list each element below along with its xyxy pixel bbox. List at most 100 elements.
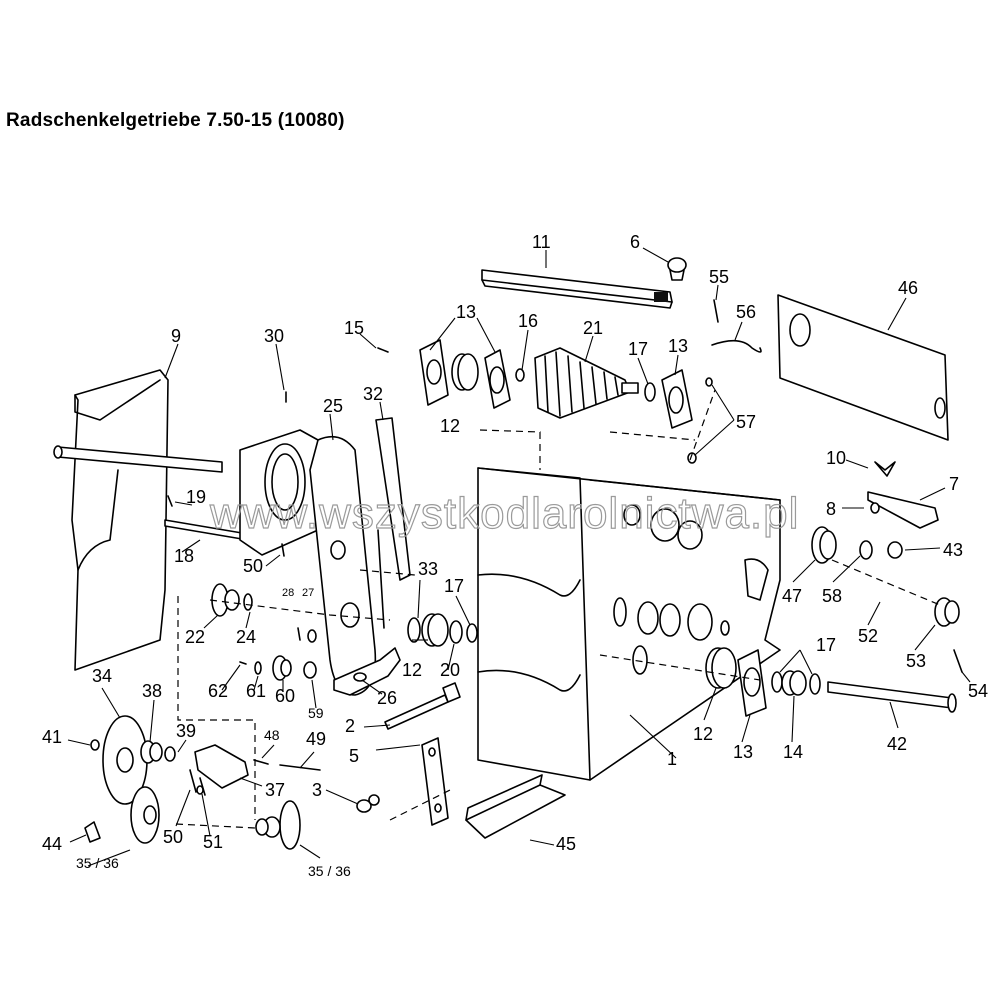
part-25-chain-housing bbox=[239, 429, 319, 556]
label-37: 37 bbox=[265, 780, 285, 800]
part-24-ring bbox=[243, 593, 253, 611]
part-16-ring bbox=[515, 368, 525, 382]
part-59-bushing bbox=[303, 661, 317, 679]
part-55-pin bbox=[713, 299, 719, 323]
label-46: 46 bbox=[898, 278, 918, 298]
part-61-ring bbox=[254, 661, 262, 675]
label-26: 26 bbox=[377, 688, 397, 708]
part-7-bracket bbox=[867, 491, 939, 529]
part-17-ring-top bbox=[644, 382, 656, 402]
part-41-washer bbox=[90, 739, 100, 751]
label-34: 34 bbox=[92, 666, 112, 686]
label-52: 52 bbox=[858, 626, 878, 646]
label-59: 59 bbox=[308, 705, 324, 721]
label-43: 43 bbox=[943, 540, 963, 560]
label-12b: 12 bbox=[402, 660, 422, 680]
label-44: 44 bbox=[42, 834, 62, 854]
part-25-chain-plate bbox=[309, 435, 377, 696]
label-49: 49 bbox=[306, 729, 326, 749]
part-54-pin bbox=[953, 649, 963, 673]
part-47-sprocket bbox=[811, 526, 837, 564]
part-57-washer-b bbox=[687, 452, 697, 464]
part-62-pin bbox=[239, 661, 247, 665]
part-1-main-housing bbox=[477, 467, 781, 781]
part-5-strap bbox=[421, 737, 449, 826]
part-13-flange-top-mid bbox=[484, 349, 511, 409]
label-21: 21 bbox=[583, 318, 603, 338]
part-11-top-bar bbox=[481, 269, 673, 309]
label-38: 38 bbox=[142, 681, 162, 701]
label-39: 39 bbox=[176, 721, 196, 741]
label-35-36b: 35 / 36 bbox=[308, 863, 351, 879]
part-50-pin-lower bbox=[189, 769, 197, 793]
part-17-ring-middle bbox=[466, 623, 478, 643]
part-35-sprocket bbox=[130, 786, 160, 844]
label-3: 3 bbox=[312, 780, 322, 800]
label-12c: 12 bbox=[693, 724, 713, 744]
part-48-pin bbox=[253, 759, 269, 765]
label-54: 54 bbox=[968, 681, 988, 701]
part-12-bearing-top bbox=[451, 353, 479, 391]
diagram-title: Radschenkelgetriebe 7.50-15 (10080) bbox=[6, 110, 345, 131]
part-28-pin bbox=[297, 627, 301, 641]
part-60-gear bbox=[272, 655, 292, 681]
part-13-flange-top-right bbox=[661, 369, 693, 429]
label-17a: 17 bbox=[628, 339, 648, 359]
label-13b: 13 bbox=[668, 336, 688, 356]
label-50a: 50 bbox=[243, 556, 263, 576]
part-17-ring-lower-a bbox=[771, 671, 783, 693]
label-13a: 13 bbox=[456, 302, 476, 322]
part-26-lever bbox=[333, 647, 401, 696]
part-53-sprocket bbox=[934, 597, 960, 627]
part-13-flange-lower bbox=[737, 649, 767, 717]
label-1: 1 bbox=[667, 749, 677, 769]
label-13c: 13 bbox=[733, 742, 753, 762]
label-62: 62 bbox=[208, 681, 228, 701]
part-42-axle bbox=[827, 681, 957, 713]
part-52-chain-path bbox=[831, 559, 941, 606]
label-61: 61 bbox=[246, 681, 266, 701]
label-12a: 12 bbox=[440, 416, 460, 436]
label-9: 9 bbox=[171, 326, 181, 346]
part-58-washer bbox=[859, 540, 873, 560]
label-42: 42 bbox=[887, 734, 907, 754]
part-12-bearing-middle bbox=[421, 613, 449, 647]
label-10: 10 bbox=[826, 448, 846, 468]
label-8: 8 bbox=[826, 499, 836, 519]
part-3-nut bbox=[356, 794, 380, 813]
part-labels: 11 6 55 46 9 30 15 13 16 21 56 17 13 32 … bbox=[42, 232, 988, 879]
part-9-side-cover bbox=[71, 369, 169, 671]
part-10-wing-nut bbox=[874, 461, 896, 477]
part-35-36-sprocket-lower bbox=[255, 800, 301, 850]
label-17c: 17 bbox=[816, 635, 836, 655]
label-48: 48 bbox=[264, 727, 280, 743]
part-14-bushing bbox=[781, 670, 807, 696]
part-shaft-upper bbox=[53, 445, 223, 473]
label-24: 24 bbox=[236, 627, 256, 647]
part-27-bushing bbox=[307, 629, 317, 643]
part-22-sprocket bbox=[211, 583, 240, 617]
label-45: 45 bbox=[556, 834, 576, 854]
label-51: 51 bbox=[203, 832, 223, 852]
part-56-spring bbox=[711, 339, 762, 353]
label-7: 7 bbox=[949, 474, 959, 494]
label-50b: 50 bbox=[163, 827, 183, 847]
part-50-pin-upper bbox=[281, 543, 285, 557]
part-17-ring-lower-b bbox=[809, 673, 821, 695]
part-19-pin bbox=[167, 495, 173, 507]
part-12-bearing-lower bbox=[705, 647, 737, 689]
label-11: 11 bbox=[532, 232, 551, 252]
label-35-36a: 35 / 36 bbox=[76, 855, 119, 871]
label-53: 53 bbox=[906, 651, 926, 671]
label-14: 14 bbox=[783, 742, 803, 762]
label-22: 22 bbox=[185, 627, 205, 647]
label-33: 33 bbox=[418, 559, 438, 579]
label-30: 30 bbox=[264, 326, 284, 346]
part-13-flange-top-left bbox=[419, 339, 449, 406]
label-6: 6 bbox=[630, 232, 640, 252]
label-2: 2 bbox=[345, 716, 355, 736]
part-21-cone-gear bbox=[534, 347, 639, 419]
part-gear-pack-middle bbox=[613, 597, 730, 675]
part-51-washer bbox=[196, 785, 204, 795]
